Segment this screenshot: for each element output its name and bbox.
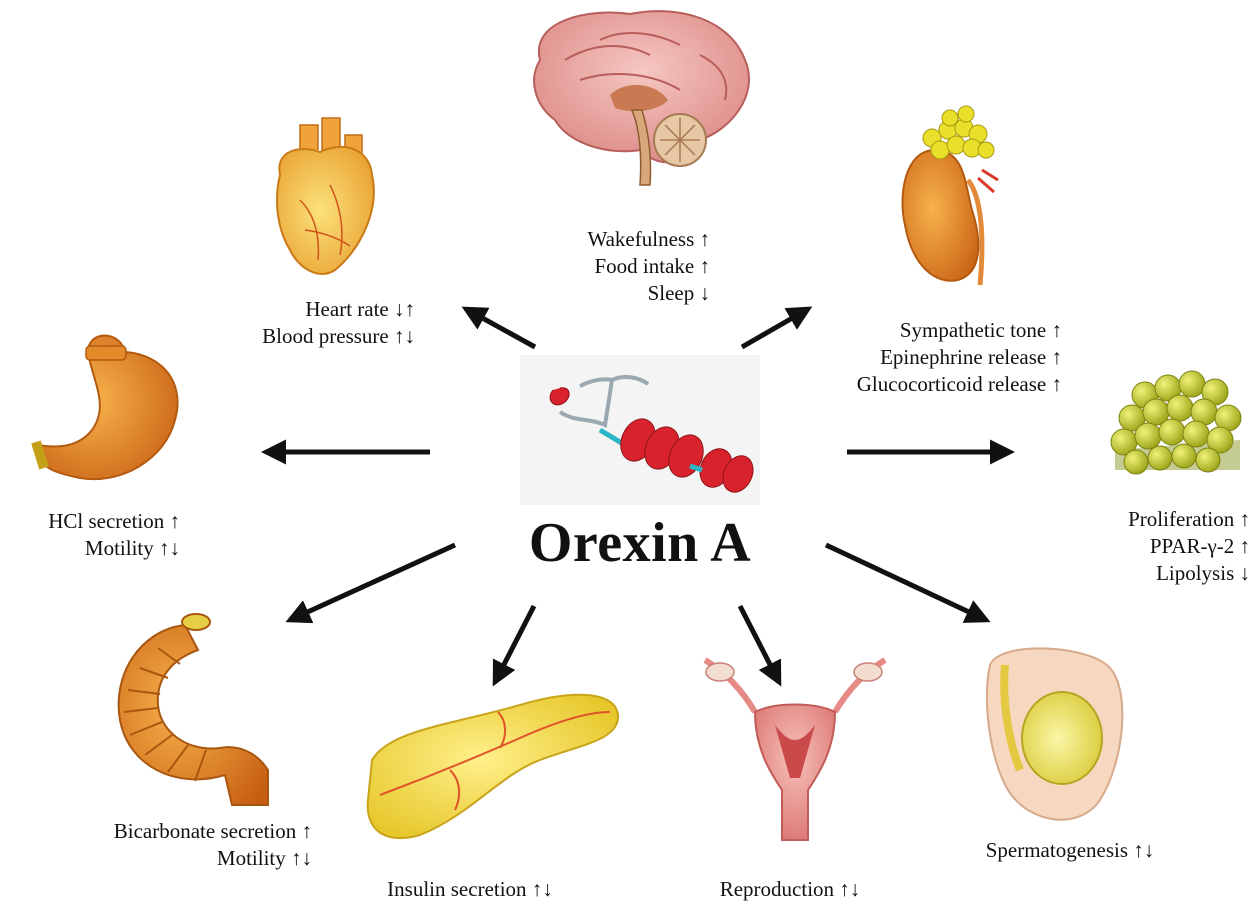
uterus-effect: Reproduction ↑↓ — [680, 876, 900, 903]
stomach-effects: HCl secretion ↑ Motility ↑↓ — [0, 508, 180, 562]
uterus-effects: Reproduction ↑↓ — [680, 876, 900, 903]
stomach-effect: HCl secretion ↑ — [0, 508, 180, 535]
pancreas-effect: Insulin secretion ↑↓ — [345, 876, 595, 903]
adipocyte-cluster-icon — [1111, 371, 1241, 474]
heart-effects: Heart rate ↓↑ Blood pressure ↑↓ — [210, 296, 415, 350]
arrow-to-intestine — [290, 545, 455, 620]
stomach-effect: Motility ↑↓ — [0, 535, 180, 562]
diagram-title: Orexin A — [470, 508, 810, 578]
pancreas-effects: Insulin secretion ↑↓ — [345, 876, 595, 903]
heart-icon — [277, 118, 374, 274]
adipose-effect: Lipolysis ↓ — [1060, 560, 1250, 587]
stomach-icon — [36, 336, 178, 480]
brain-effect: Wakefulness ↑ — [540, 226, 710, 253]
arrow-to-uterus — [740, 606, 779, 682]
uterus-icon — [705, 660, 885, 840]
adrenal-effect: Glucocorticoid release ↑ — [790, 371, 1062, 398]
arrow-to-heart — [466, 309, 535, 347]
adrenal-effect: Epinephrine release ↑ — [790, 344, 1062, 371]
adipose-effect: Proliferation ↑ — [1060, 506, 1250, 533]
testis-effect: Spermatogenesis ↑↓ — [945, 837, 1195, 864]
adrenal-kidney-icon — [903, 106, 998, 285]
pancreas-icon — [368, 695, 618, 838]
adipose-effect: PPAR-γ-2 ↑ — [1060, 533, 1250, 560]
helix-protein-icon — [520, 355, 760, 505]
brain-effects: Wakefulness ↑ Food intake ↑ Sleep ↓ — [540, 226, 710, 307]
intestine-icon — [119, 614, 268, 805]
testis-effects: Spermatogenesis ↑↓ — [945, 837, 1195, 864]
heart-effect: Blood pressure ↑↓ — [210, 323, 415, 350]
testis-icon — [987, 648, 1122, 819]
brain-icon — [534, 11, 749, 185]
brain-effect: Sleep ↓ — [540, 280, 710, 307]
adrenal-effects: Sympathetic tone ↑ Epinephrine release ↑… — [790, 317, 1062, 398]
intestine-effect: Bicarbonate secretion ↑ — [40, 818, 312, 845]
heart-effect: Heart rate ↓↑ — [210, 296, 415, 323]
adrenal-effect: Sympathetic tone ↑ — [790, 317, 1062, 344]
brain-effect: Food intake ↑ — [540, 253, 710, 280]
arrow-to-testis — [826, 545, 986, 620]
adipose-effects: Proliferation ↑ PPAR-γ-2 ↑ Lipolysis ↓ — [1060, 506, 1250, 587]
intestine-effect: Motility ↑↓ — [40, 845, 312, 872]
arrow-to-pancreas — [495, 606, 534, 682]
intestine-effects: Bicarbonate secretion ↑ Motility ↑↓ — [40, 818, 312, 872]
